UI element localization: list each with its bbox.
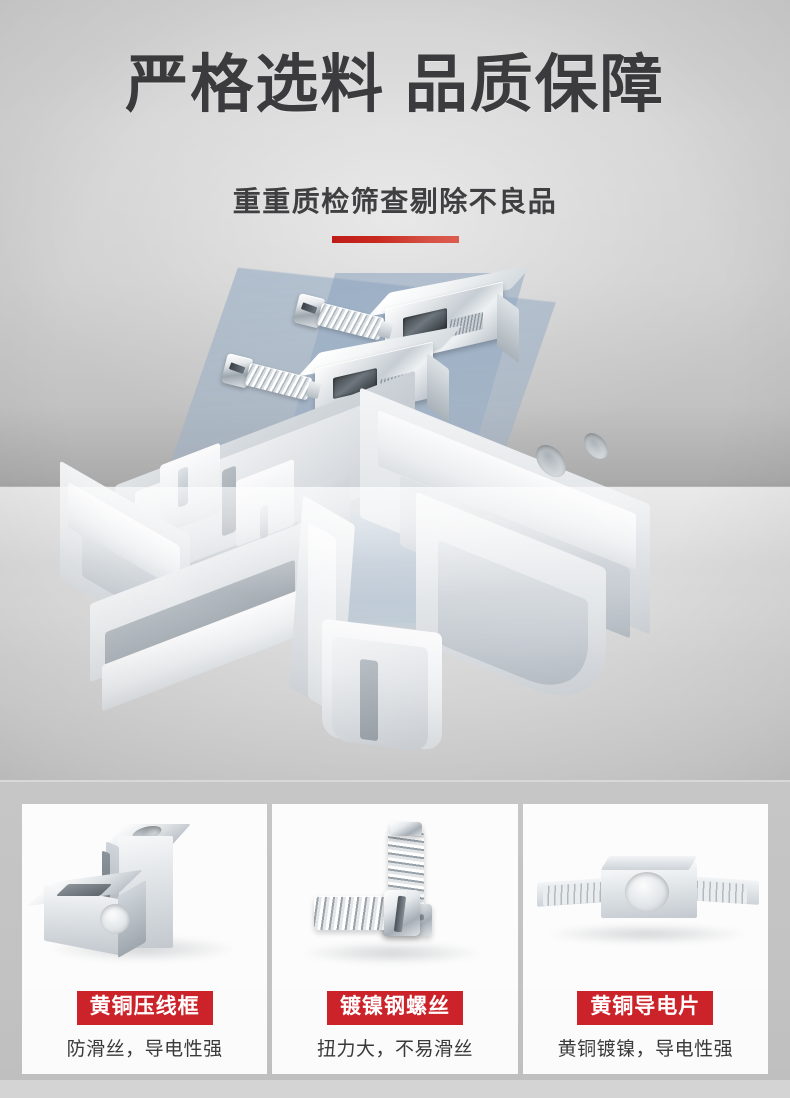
feature-photo-brass-clamp <box>22 804 268 989</box>
terminal-block-housing <box>60 370 700 752</box>
mounting-hole-2 <box>584 429 608 463</box>
page-title: 严格选料 品质保障 <box>125 50 665 120</box>
feature-card-brass-clamp[interactable]: 黄铜压线框 防滑丝，导电性强 <box>22 804 268 1074</box>
card-caption: 黄铜镀镍，导电性强 <box>557 1039 734 1061</box>
card-caption: 防滑丝，导电性强 <box>66 1039 223 1061</box>
card-caption: 扭力大，不易滑丝 <box>316 1039 473 1061</box>
page-subtitle: 重重质检筛查剔除不良品 <box>232 186 558 217</box>
card-badge: 黄铜导电片 <box>577 991 714 1026</box>
feature-card-brass-plate[interactable]: 黄铜导电片 黄铜镀镍，导电性强 <box>522 804 768 1074</box>
plate-center-hole <box>624 872 669 912</box>
card-badge: 镀镍钢螺丝 <box>326 991 463 1026</box>
card-badge: 黄铜压线框 <box>76 991 213 1026</box>
title-divider <box>332 236 459 243</box>
feature-card-nickel-screw[interactable]: 镀镍钢螺丝 扭力大，不易滑丝 <box>272 804 518 1074</box>
block-bore-front <box>100 904 130 934</box>
feature-photo-nickel-screw <box>272 804 518 989</box>
product-hero-image <box>0 255 790 755</box>
bottom-strip <box>0 1080 790 1098</box>
feature-photo-brass-plate <box>522 804 768 989</box>
hero-section: 严格选料 品质保障 重重质检筛查剔除不良品 <box>0 0 790 780</box>
feature-cards: 黄铜压线框 防滑丝，导电性强 <box>22 804 768 1074</box>
feature-cards-band: 黄铜压线框 防滑丝，导电性强 <box>0 780 790 1080</box>
